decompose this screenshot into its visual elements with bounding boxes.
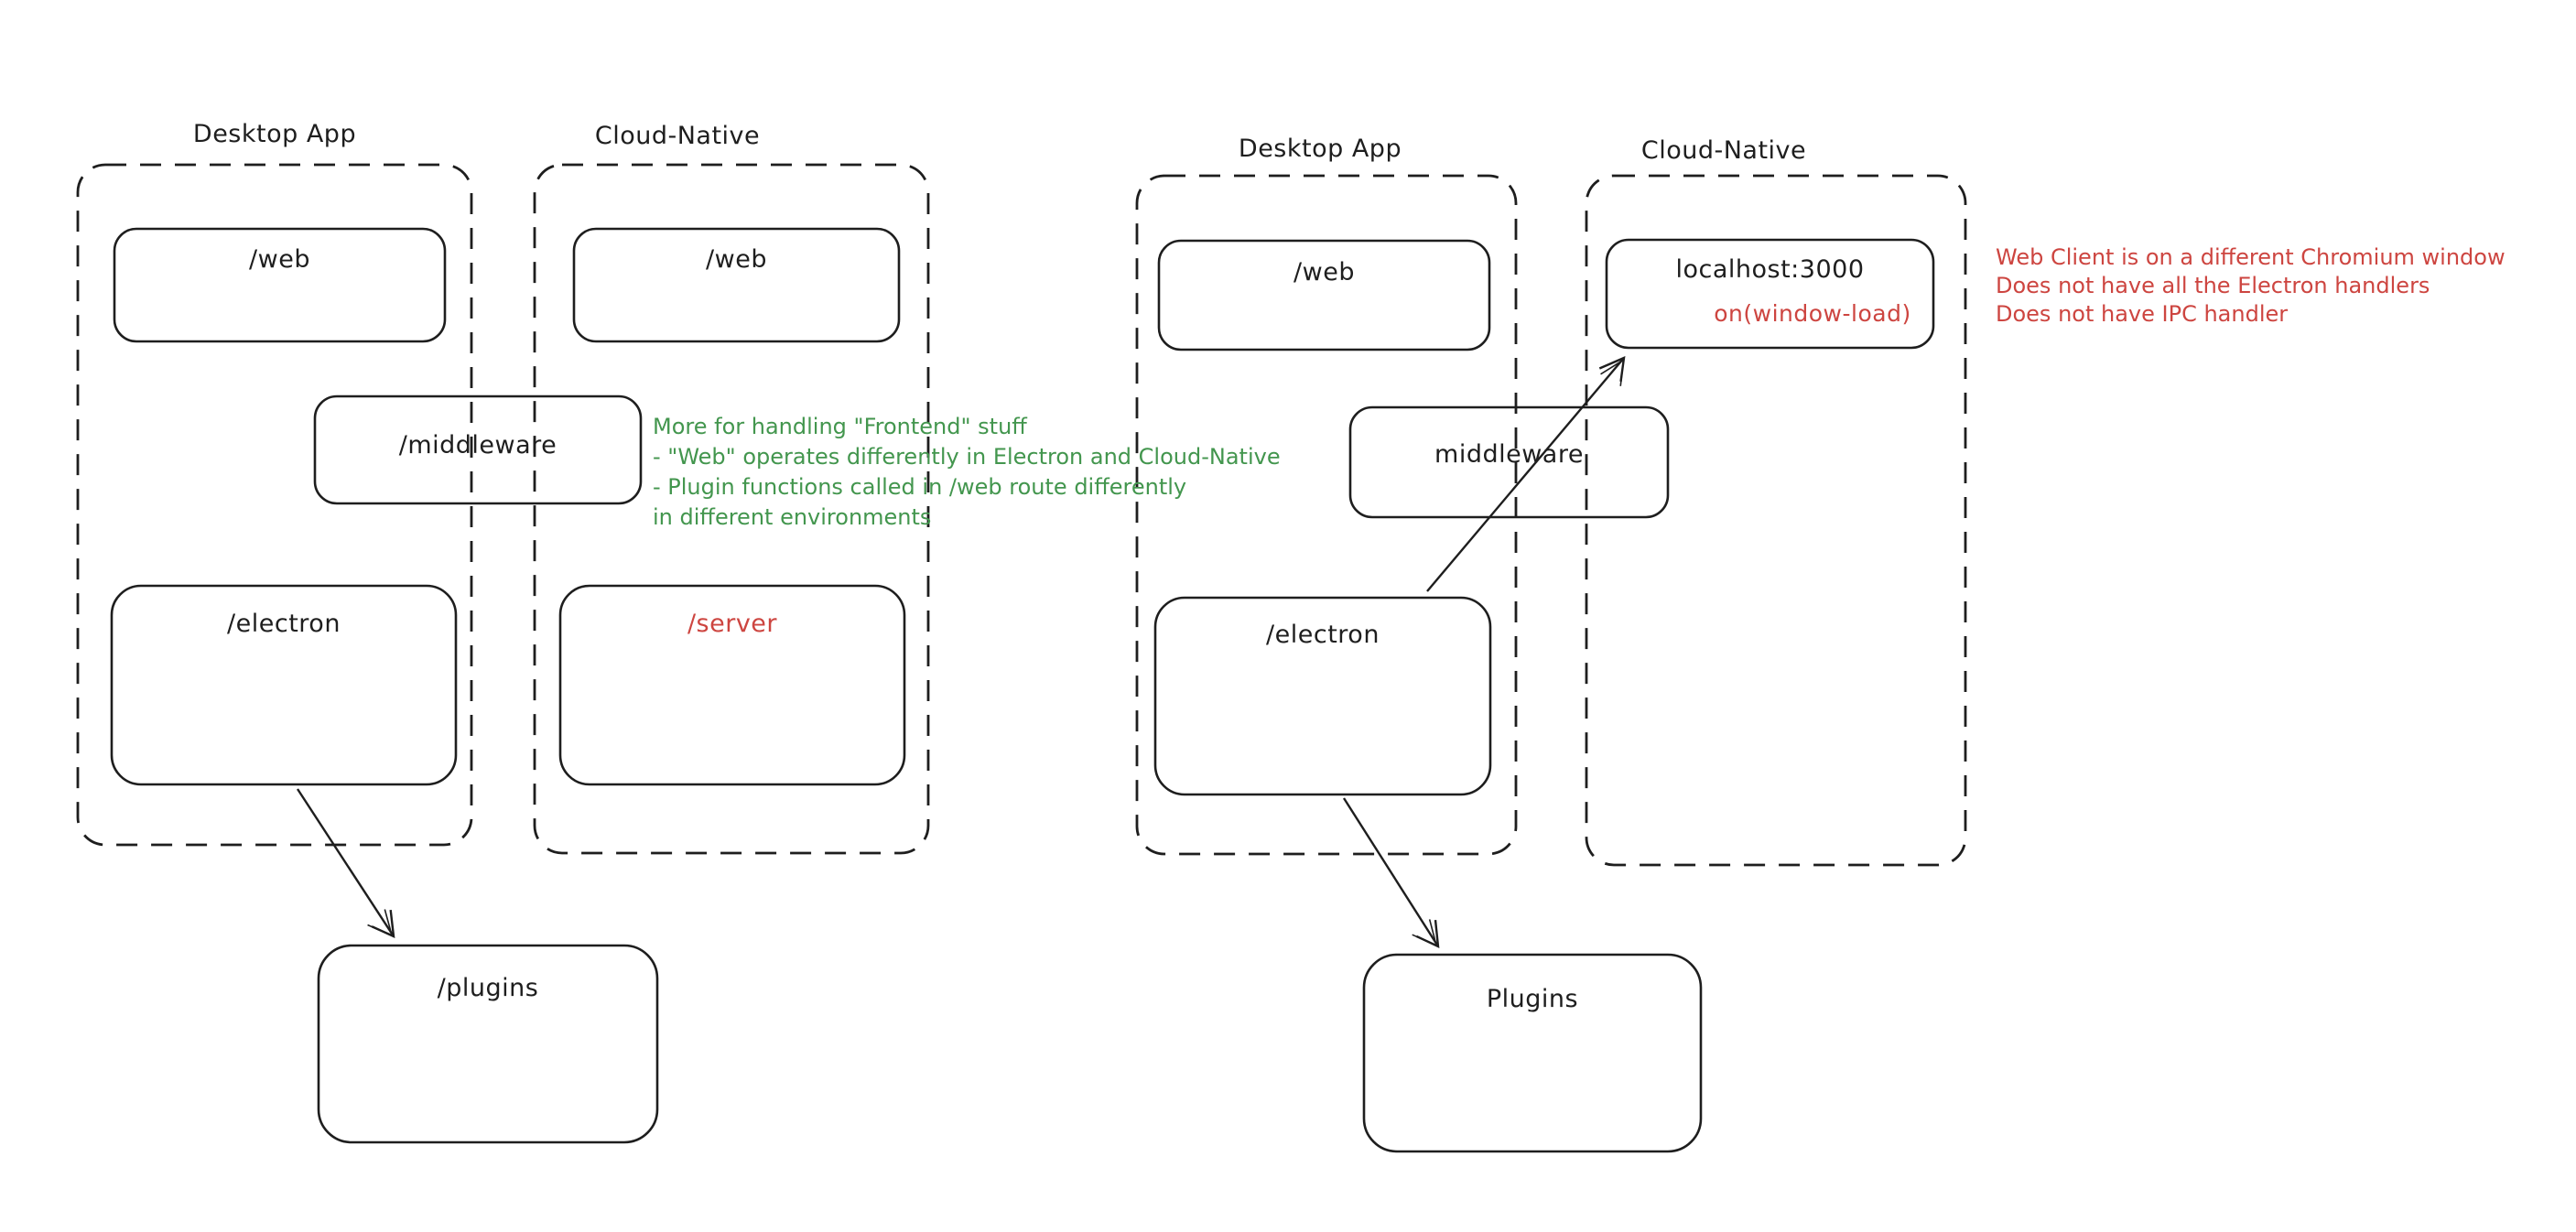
label-plugins-left: /plugins — [437, 974, 539, 1002]
box-web-left-desktop — [113, 227, 447, 343]
container-left-desktop-app — [76, 163, 473, 847]
box-middleware-right — [1348, 405, 1670, 519]
box-localhost-3000 — [1605, 238, 1935, 350]
box-middleware-left — [313, 394, 643, 505]
green-note-line: in different environments — [653, 504, 932, 530]
green-note-line: - Plugin functions called in /web route … — [653, 474, 1187, 500]
label-server-left: /server — [687, 610, 778, 638]
box-web-right — [1157, 239, 1491, 351]
arrow-electron-to-plugins-right — [1342, 797, 1440, 948]
label-electron-right: /electron — [1266, 621, 1380, 649]
box-plugins-right — [1362, 953, 1703, 1153]
label-on-window-load: on(window-load) — [1714, 300, 1911, 327]
label-middleware-right: middleware — [1434, 440, 1584, 469]
red-note-line: Does not have all the Electron handlers — [1996, 273, 2430, 298]
green-note: More for handling "Frontend" stuff - "We… — [653, 412, 1281, 533]
label-web-left-cloud: /web — [706, 245, 767, 274]
container-right-desktop-app — [1135, 174, 1518, 856]
arrow-electron-to-plugins-left — [296, 788, 395, 938]
box-electron-right — [1153, 596, 1492, 796]
label-plugins-right: Plugins — [1486, 985, 1579, 1013]
arrow-electron-to-localhost-right — [1426, 356, 1626, 592]
label-web-right: /web — [1293, 258, 1355, 286]
red-note-line: Web Client is on a different Chromium wi… — [1996, 244, 2506, 270]
box-electron-left — [110, 584, 458, 786]
label-right-desktop-app: Desktop App — [1238, 135, 1402, 163]
green-note-line: - "Web" operates differently in Electron… — [653, 444, 1281, 470]
green-note-line: More for handling "Frontend" stuff — [653, 414, 1027, 439]
label-left-desktop-app: Desktop App — [192, 120, 357, 148]
label-web-left-desktop: /web — [249, 245, 310, 274]
label-right-cloud-native: Cloud-Native — [1640, 136, 1807, 165]
red-note-line: Does not have IPC handler — [1996, 301, 2289, 327]
label-left-cloud-native: Cloud-Native — [594, 122, 761, 150]
red-note: Web Client is on a different Chromium wi… — [1996, 243, 2506, 329]
label-electron-left: /electron — [227, 610, 341, 638]
box-web-left-cloud — [572, 227, 901, 343]
container-left-cloud-native — [533, 163, 930, 855]
label-middleware-left: /middleware — [398, 431, 557, 459]
label-localhost-3000: localhost:3000 — [1675, 255, 1865, 284]
box-plugins-left — [317, 944, 659, 1144]
box-server-left — [558, 584, 906, 786]
